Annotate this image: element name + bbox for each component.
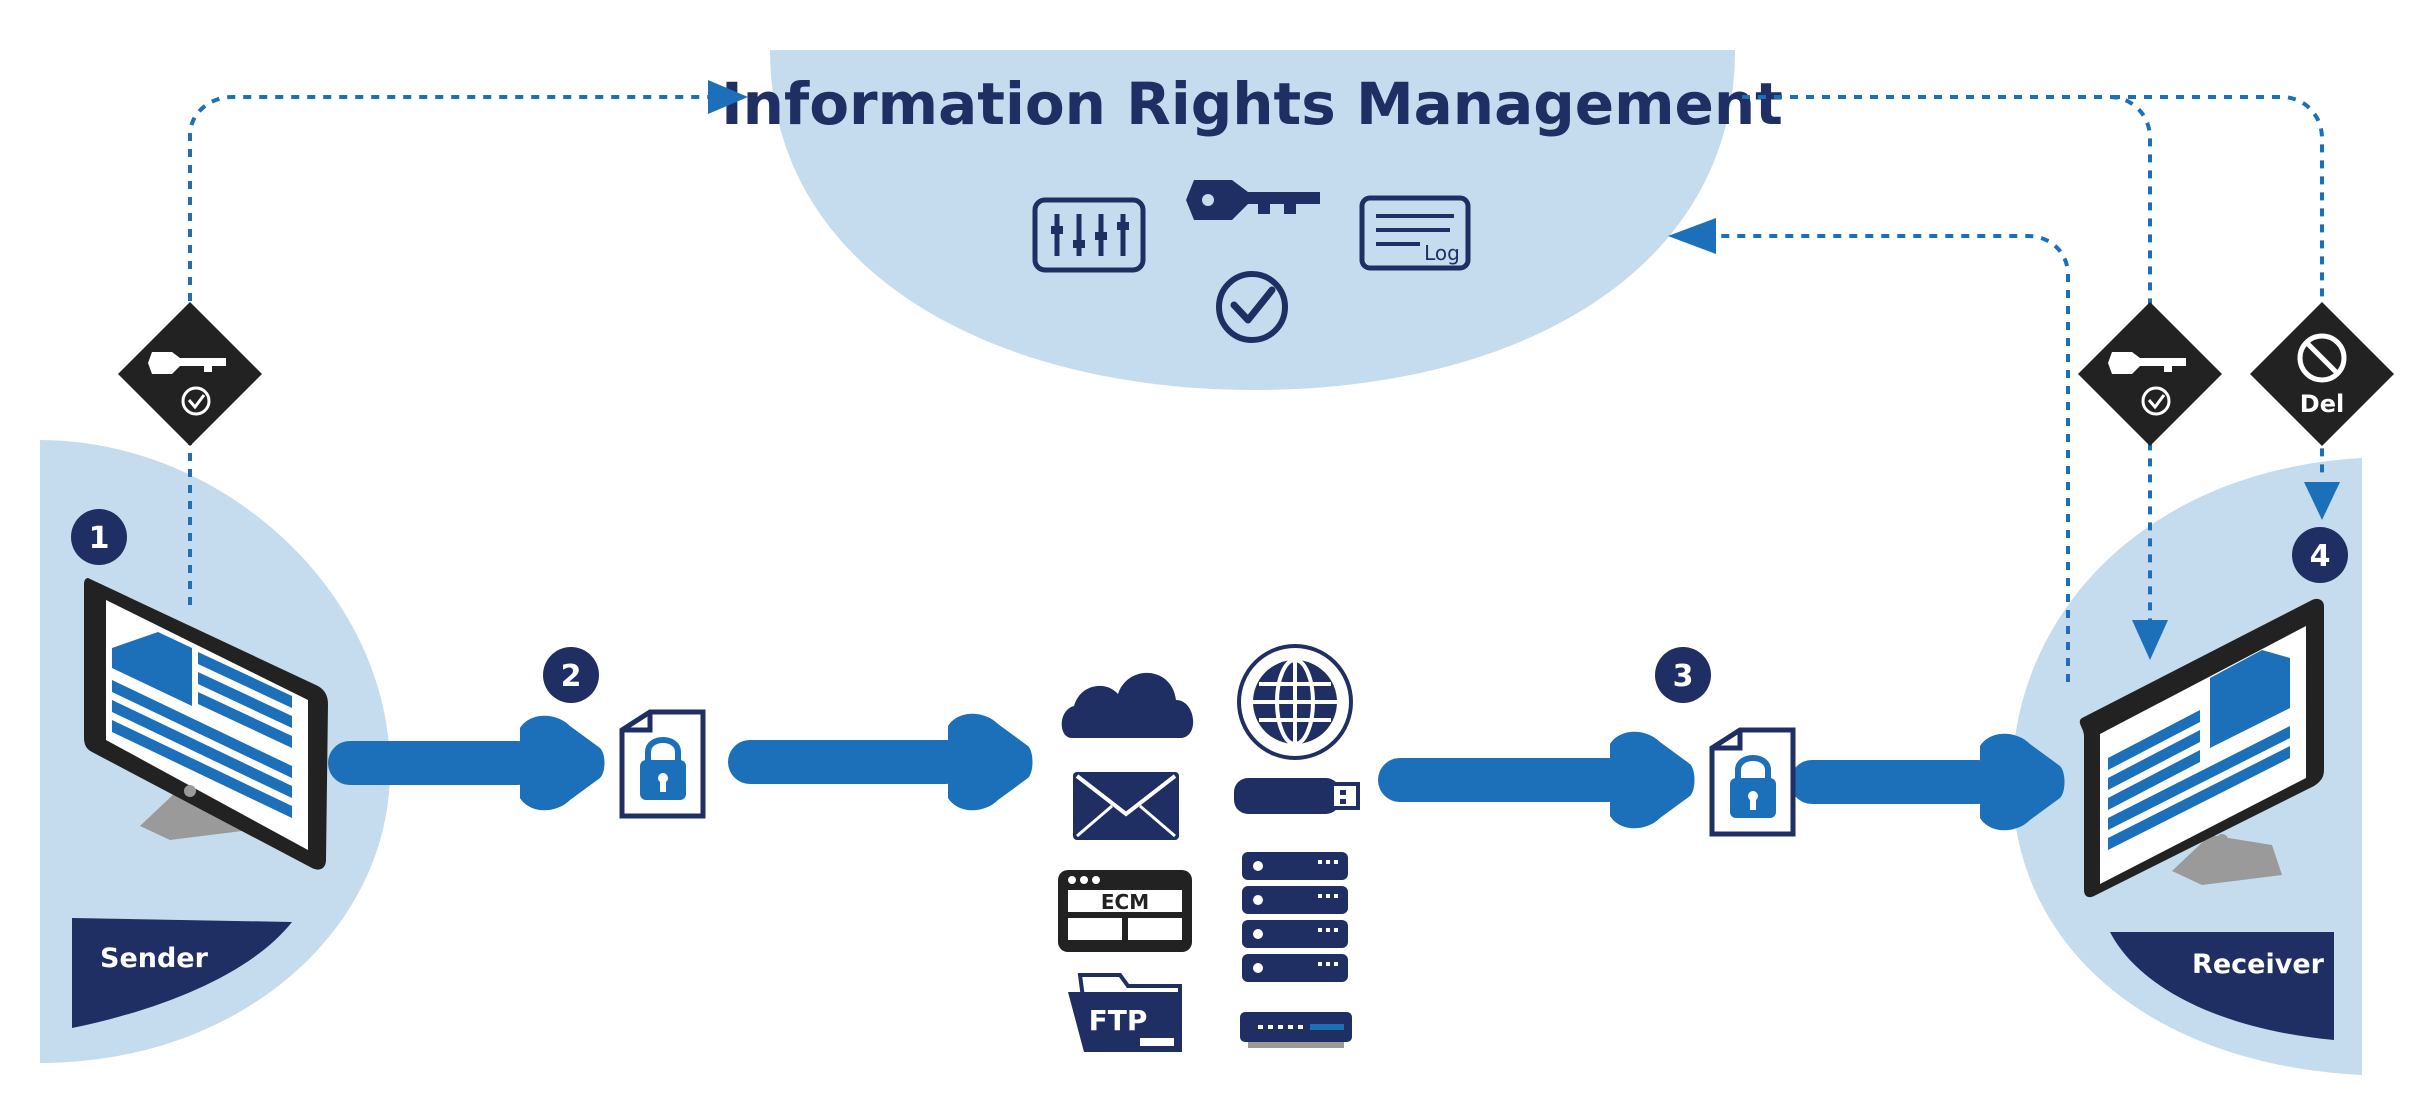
step-marker-3: 3 — [1655, 647, 1711, 703]
svg-text:4: 4 — [2310, 539, 2331, 574]
ftp-label: FTP — [1089, 1004, 1148, 1037]
receiver-label-banner — [2110, 932, 2334, 1040]
key-check-badge-icon — [2078, 302, 2222, 446]
ftp-folder-icon: FTP — [1068, 973, 1182, 1052]
log-label: Log — [1424, 241, 1460, 265]
arrowhead-into-irm — [708, 80, 748, 114]
svg-text:3: 3 — [1673, 659, 1694, 694]
log-document-icon: Log — [1359, 195, 1471, 271]
irm-title: Information Rights Management — [721, 70, 1783, 138]
dashed-line-sender-to-irm — [188, 95, 712, 605]
server-rack-icon — [1242, 852, 1348, 982]
arrowhead-key-to-receiver — [2132, 620, 2168, 660]
envelope-icon — [1073, 772, 1179, 840]
flow-arrow-channels-to-file — [1378, 731, 1695, 829]
padlock-icon — [1730, 755, 1776, 818]
arrowhead-back-to-irm — [1668, 218, 1716, 254]
step-marker-2: 2 — [543, 647, 599, 703]
irm-panel — [770, 50, 1735, 390]
flow-arrow-file-to-receiver — [1790, 733, 2065, 831]
network-switch-icon — [1240, 1012, 1352, 1048]
check-circle-icon — [1216, 271, 1288, 343]
cloud-icon — [1061, 672, 1194, 738]
del-label: Del — [2300, 390, 2344, 418]
key-icon — [1186, 180, 1320, 220]
delete-block-badge-icon: Del — [2250, 302, 2394, 446]
arrowhead-delete-to-receiver — [2304, 482, 2340, 520]
ecm-label: ECM — [1101, 890, 1149, 914]
sender-label: Sender — [100, 943, 209, 974]
step-marker-4: 4 — [2292, 527, 2348, 583]
dashed-line-irm-to-receiver-key — [1742, 95, 2152, 620]
padlock-icon — [640, 737, 686, 800]
flow-arrow-sender-to-file — [328, 715, 605, 811]
key-check-badge-icon — [118, 302, 262, 446]
sender-monitor — [84, 578, 328, 870]
protected-file-receiver — [1709, 727, 1796, 837]
globe-icon — [1237, 644, 1353, 760]
step-marker-1: 1 — [71, 509, 127, 565]
receiver-monitor — [2079, 598, 2324, 898]
protected-file-sender — [619, 709, 706, 819]
ecm-window-icon: ECM — [1058, 870, 1192, 952]
svg-text:2: 2 — [561, 659, 582, 694]
sender-label-banner — [72, 918, 292, 1028]
usb-drive-icon — [1234, 778, 1360, 814]
svg-text:1: 1 — [89, 521, 110, 556]
sliders-icon — [1032, 197, 1146, 273]
dashed-line-receiver-to-irm — [1712, 234, 2070, 682]
receiver-label: Receiver — [2192, 949, 2325, 980]
flow-arrow-file-to-channels — [728, 713, 1033, 811]
